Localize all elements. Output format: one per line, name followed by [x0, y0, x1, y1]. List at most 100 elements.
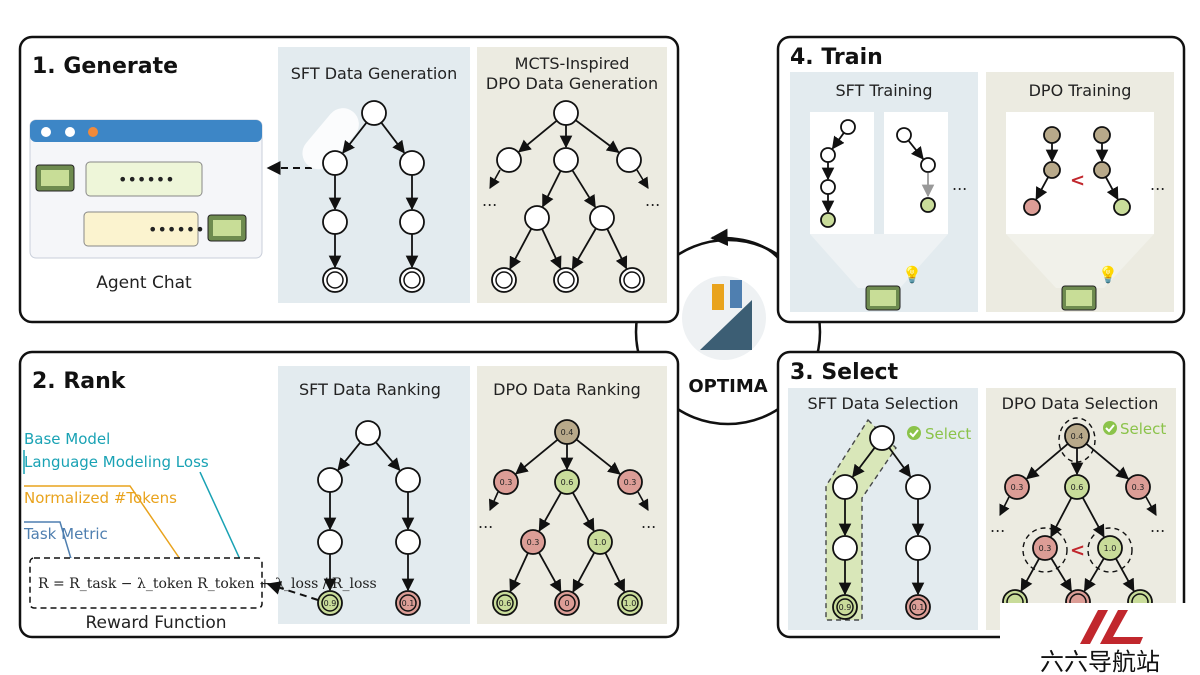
reward-formula-box [29, 557, 263, 609]
tree-edge [342, 121, 368, 154]
sampled-path-highlight [302, 108, 359, 170]
tree-node [322, 209, 348, 235]
tree-node [1093, 126, 1111, 144]
ellipsis: ... [1150, 517, 1165, 536]
tree-edge [489, 169, 501, 189]
tree-edge [575, 119, 620, 153]
tree-edge [375, 441, 401, 472]
tree-node [553, 147, 579, 173]
cycle-arrow [710, 228, 781, 261]
ellipsis: ... [645, 191, 660, 210]
node-score: 0.6 [1071, 483, 1084, 492]
tree-node [905, 474, 931, 500]
tree-edge [515, 438, 559, 475]
tree-edge [888, 447, 912, 478]
tree-edge [1145, 496, 1157, 516]
tree-node [554, 469, 580, 495]
tree-node [395, 529, 421, 555]
tree-edge [571, 169, 596, 209]
trained-leaf [820, 212, 836, 228]
node-score: 0.3 [1039, 544, 1052, 553]
tree-node [496, 147, 522, 173]
tree-node [820, 147, 836, 163]
node-score: 0.1 [912, 603, 925, 612]
tree-node [1004, 474, 1030, 500]
terminal-ring [623, 271, 641, 289]
terminal-ring [403, 271, 421, 289]
tree-edge [999, 496, 1010, 517]
tree-edge [636, 169, 649, 189]
node-score: 0.9 [324, 599, 337, 608]
tree-node [1093, 161, 1111, 179]
tree-edge [907, 139, 924, 160]
tree-edge [1083, 557, 1105, 592]
terminal-ring [557, 271, 575, 289]
tree-node [322, 150, 348, 176]
train-title: 4. Train [790, 45, 883, 70]
tree-node [1043, 161, 1061, 179]
tree-edge [538, 552, 562, 593]
tree-node [820, 179, 836, 195]
sft-select-label: Select [925, 425, 971, 443]
robot-icon [865, 285, 901, 311]
tree-node [493, 469, 519, 495]
generate-title: 1. Generate [32, 54, 178, 79]
tree-edge [604, 552, 626, 593]
node-score: 0.1 [402, 599, 415, 608]
ellipsis: ... [641, 513, 656, 532]
tree-node [832, 535, 858, 561]
node-score: 0.6 [499, 599, 512, 608]
node-score: 0.4 [1071, 432, 1084, 441]
terminal-ring [399, 594, 417, 612]
terminal-ring [495, 271, 513, 289]
tree-node [395, 467, 421, 493]
tree-node [840, 119, 856, 135]
tree-node [616, 147, 642, 173]
tree-edge [572, 552, 596, 593]
node-score: 1.0 [624, 599, 637, 608]
dpo-generation-label-2: DPO Data Generation [486, 74, 658, 93]
optima-label: OPTIMA [688, 376, 767, 397]
tree-edge [571, 492, 595, 532]
tree-edge [509, 228, 533, 270]
dpo-generation-label-1: MCTS-Inspired [515, 54, 630, 73]
lm-loss-term: Language Modeling Loss [24, 453, 209, 471]
tree-node [1097, 535, 1123, 561]
chat-bubble-1: •••••• [118, 170, 175, 189]
tree-edge [337, 441, 362, 471]
dpo-selection-label: DPO Data Selection [1002, 394, 1159, 413]
lightbulb-icon: 💡 [902, 265, 922, 284]
tree-node [399, 150, 425, 176]
tree-node [524, 205, 550, 231]
tree-edge [1081, 497, 1105, 538]
tree-edge [637, 491, 649, 511]
terminal-ring [321, 594, 339, 612]
node-score: 1.0 [594, 538, 607, 547]
tree-edge [831, 132, 845, 150]
node-score: 1.0 [1104, 544, 1117, 553]
lightbulb-icon: 💡 [1098, 265, 1118, 284]
ellipsis: ... [1150, 175, 1165, 194]
tree-node [1064, 423, 1090, 449]
tree-edge [488, 491, 500, 512]
preference-less-than: < [1070, 540, 1085, 561]
tree-edge [1020, 558, 1040, 592]
tree-edge [852, 447, 876, 478]
tree-node [832, 474, 858, 500]
watermark-text: 六六导航站 [1040, 648, 1160, 675]
robot-icon [1061, 285, 1097, 311]
tree-node [1023, 198, 1041, 216]
sft-selection-label: SFT Data Selection [808, 394, 959, 413]
tree-edge [1050, 557, 1072, 592]
tree-edge [1050, 497, 1073, 538]
sft-generation-label: SFT Data Generation [291, 64, 457, 83]
dpo-ranking-label: DPO Data Ranking [493, 380, 641, 399]
terminal-ring [836, 598, 854, 616]
node-score: 0.3 [500, 478, 513, 487]
tree-edge [1025, 443, 1069, 480]
tree-node [317, 467, 343, 493]
sft-ranking-label: SFT Data Ranking [299, 380, 441, 399]
selected-pair-highlight [1087, 527, 1133, 573]
dpo-select-label: Select [1120, 420, 1166, 438]
ellipsis: ... [990, 517, 1005, 536]
